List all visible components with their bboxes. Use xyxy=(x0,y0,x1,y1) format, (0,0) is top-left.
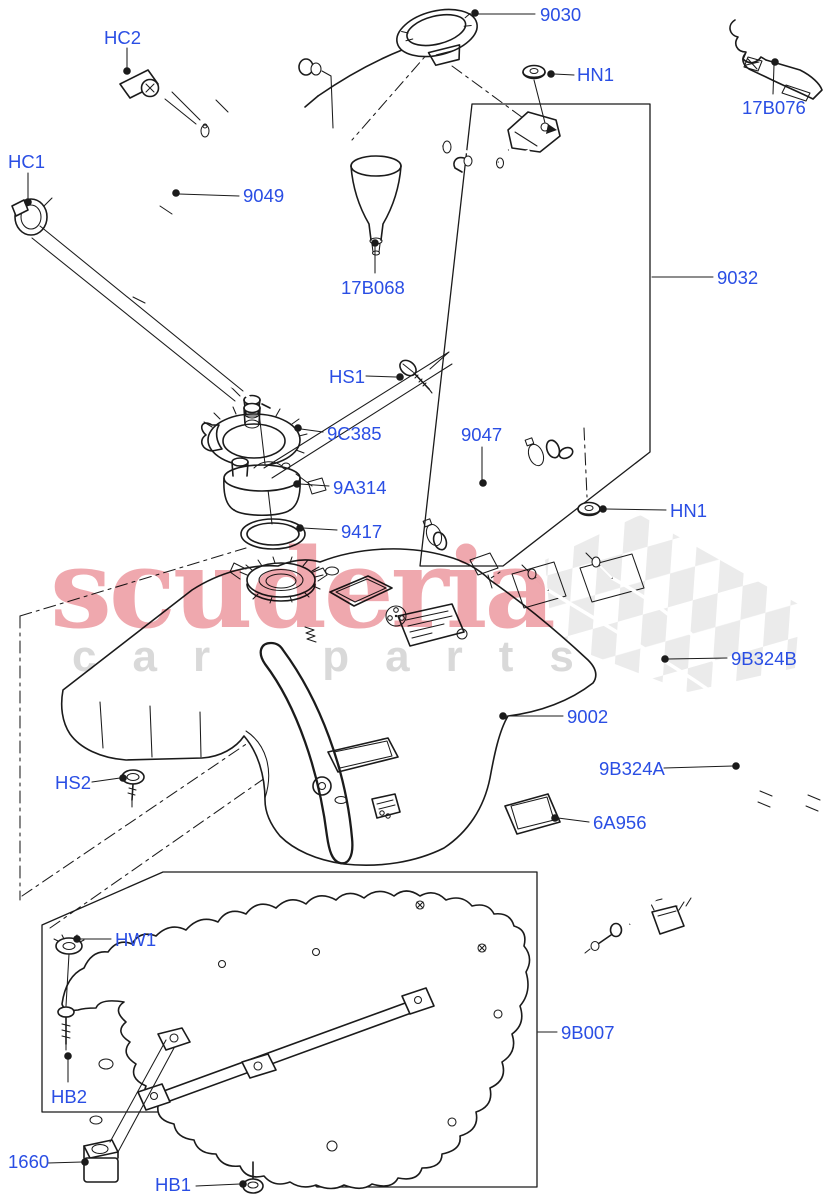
callout-hb2[interactable]: HB2 xyxy=(51,1086,87,1107)
callout-9047[interactable]: 9047 xyxy=(461,424,503,445)
callout-hn1-right[interactable]: HN1 xyxy=(670,500,708,521)
callout-hs2[interactable]: HS2 xyxy=(55,772,91,793)
callout-9b324b[interactable]: 9B324B xyxy=(731,648,797,669)
filler-tool-17b076-drawing xyxy=(729,19,823,102)
callout-9b007[interactable]: 9B007 xyxy=(561,1022,615,1043)
callout-hc2[interactable]: HC2 xyxy=(104,27,142,48)
fuel-pump-9a314-drawing xyxy=(223,457,327,517)
screw-hs2-drawing xyxy=(121,769,145,808)
callout-1660[interactable]: 1660 xyxy=(8,1151,50,1172)
callout-9049[interactable]: 9049 xyxy=(243,185,285,206)
fuel-tank-9002-drawing xyxy=(60,548,597,867)
breather-hose-9049-drawing xyxy=(132,58,334,429)
callout-17b076[interactable]: 17B076 xyxy=(742,97,806,118)
spacer-1660-drawing xyxy=(83,1039,175,1183)
shield-9b007-drawing xyxy=(61,890,531,1190)
filler-pipe-callout-box xyxy=(419,103,651,567)
screw-hs1-drawing xyxy=(263,351,453,479)
callout-9030[interactable]: 9030 xyxy=(540,4,582,25)
pad-6a956-drawing xyxy=(504,793,561,835)
callout-9c385[interactable]: 9C385 xyxy=(327,423,382,444)
nut-hn1-right-drawing xyxy=(577,501,601,517)
callout-hb1[interactable]: HB1 xyxy=(155,1174,191,1195)
callout-9b324a[interactable]: 9B324A xyxy=(599,758,665,779)
hose-clamp-hc2-drawing xyxy=(119,69,201,125)
bolt-hb1-drawing xyxy=(242,1161,264,1194)
bolt-hb2-drawing xyxy=(57,1006,75,1051)
filler-pipe-9032-drawing xyxy=(442,111,600,460)
callout-9a314[interactable]: 9A314 xyxy=(333,477,387,498)
callout-9002[interactable]: 9002 xyxy=(567,706,609,727)
nut-hn1-top-drawing xyxy=(522,64,546,124)
callout-17b068[interactable]: 17B068 xyxy=(341,277,405,298)
hose-clamp-hc1-drawing xyxy=(11,197,244,402)
fuel-cap-9030-drawing xyxy=(304,8,478,108)
callout-9032[interactable]: 9032 xyxy=(717,267,759,288)
callout-9417[interactable]: 9417 xyxy=(341,521,383,542)
seal-ring-9417-drawing xyxy=(240,518,306,550)
leader-lines xyxy=(24,9,779,1188)
callout-hn1-top[interactable]: HN1 xyxy=(577,64,615,85)
fuel-pipes-9b324-drawing xyxy=(511,552,821,954)
callout-6a956[interactable]: 6A956 xyxy=(593,812,647,833)
checkered-flag-watermark xyxy=(545,515,800,692)
callout-hw1[interactable]: HW1 xyxy=(115,929,157,950)
callout-hs1[interactable]: HS1 xyxy=(329,366,365,387)
filler-funnel-17b068-drawing xyxy=(350,155,402,256)
callout-hc1[interactable]: HC1 xyxy=(8,151,46,172)
filler-hose-9047-drawing xyxy=(422,437,561,551)
